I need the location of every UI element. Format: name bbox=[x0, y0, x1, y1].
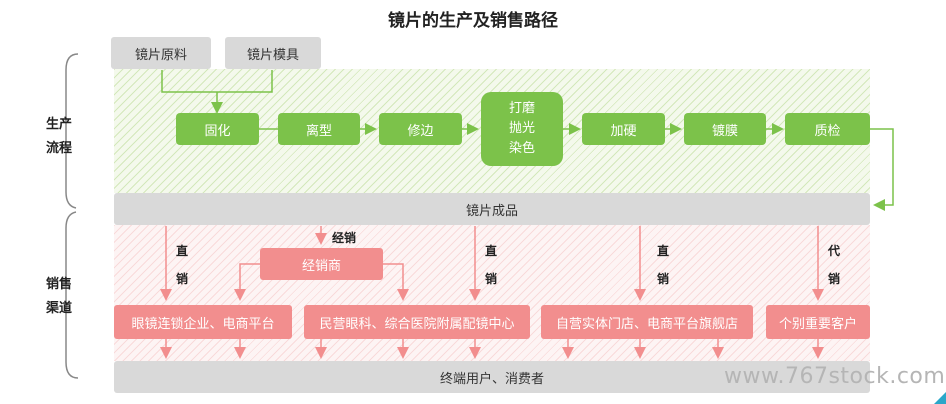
direct-sales-label-3: 直销 bbox=[656, 244, 669, 286]
finished-product-bar: 镜片成品 bbox=[114, 193, 870, 225]
channel-key-customers: 个别重要客户 bbox=[766, 305, 870, 339]
mold-box: 镜片模具 bbox=[225, 37, 321, 69]
step-polish-dye-line3: 染色 bbox=[508, 141, 535, 156]
step-polish-dye-line1: 打磨 bbox=[508, 101, 535, 116]
end-users-bar: 终端用户、消费者 bbox=[114, 361, 870, 393]
step-coating: 镀膜 bbox=[684, 113, 766, 145]
qc-to-product-line bbox=[870, 128, 894, 211]
watermark: www.767stock.com bbox=[724, 364, 946, 389]
agent-sales-label: 代销 bbox=[827, 244, 840, 286]
production-section-label: 生产 流程 bbox=[45, 117, 72, 156]
step-polish-dye-line2: 抛光 bbox=[508, 121, 535, 136]
step-curing: 固化 bbox=[176, 113, 259, 145]
step-polish-dye: 打磨 抛光 染色 bbox=[481, 92, 563, 166]
distributor-box: 经销商 bbox=[260, 248, 383, 280]
direct-sales-label-2: 直销 bbox=[484, 244, 497, 286]
distribution-label: 经销 bbox=[332, 231, 357, 245]
diagram-title: 镜片的生产及销售路径 bbox=[388, 11, 558, 31]
direct-sales-label-1: 直销 bbox=[175, 244, 188, 286]
sales-section-label: 销售 渠道 bbox=[45, 277, 72, 316]
step-demolding: 离型 bbox=[278, 113, 360, 145]
production-brace bbox=[65, 53, 79, 209]
channel-chain-ecommerce: 眼镜连锁企业、电商平台 bbox=[114, 305, 292, 339]
channel-clinics-hospitals: 民营眼科、综合医院附属配镜中心 bbox=[304, 305, 530, 339]
sales-brace bbox=[65, 211, 79, 379]
raw-material-box: 镜片原料 bbox=[111, 37, 211, 69]
input-lines bbox=[161, 70, 273, 111]
step-quality-check: 质检 bbox=[785, 113, 870, 145]
step-hardening: 加硬 bbox=[582, 113, 665, 145]
channel-own-stores-flagship: 自营实体门店、电商平台旗舰店 bbox=[541, 305, 753, 339]
step-trimming: 修边 bbox=[379, 113, 462, 145]
corner-accent bbox=[934, 392, 946, 404]
